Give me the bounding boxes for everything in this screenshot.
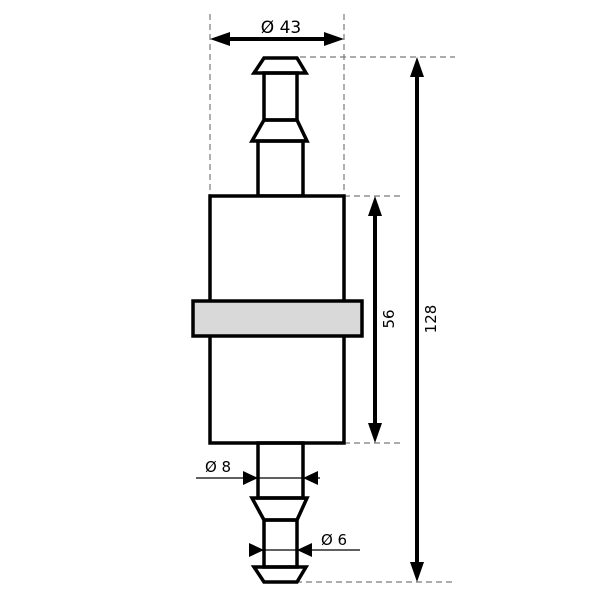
arrow-up-icon bbox=[368, 196, 382, 216]
dimension-body-diameter: Ø 43 bbox=[210, 18, 344, 46]
dimension-label-56: 56 bbox=[380, 309, 398, 328]
arrow-down-icon bbox=[368, 423, 382, 443]
dimension-label-6: Ø 6 bbox=[321, 531, 347, 549]
arrow-right-icon bbox=[249, 543, 264, 557]
dimension-stem-diameter: Ø 8 bbox=[196, 458, 320, 485]
extension-lines bbox=[209, 14, 455, 583]
arrow-right-icon bbox=[243, 471, 258, 485]
top-stem bbox=[256, 139, 305, 198]
center-band bbox=[191, 299, 364, 338]
arrow-right-icon bbox=[324, 32, 344, 46]
bottom-nozzle bbox=[249, 441, 310, 584]
top-nozzle bbox=[248, 56, 310, 198]
bottom-barb-tip bbox=[250, 565, 310, 584]
arrow-left-icon bbox=[303, 471, 318, 485]
bottom-barb-flare bbox=[249, 496, 310, 522]
bottom-barb-neck bbox=[262, 518, 299, 569]
dimension-label-8: Ø 8 bbox=[205, 458, 231, 476]
arrow-left-icon bbox=[297, 543, 312, 557]
top-barb-tip bbox=[250, 56, 310, 75]
arrow-left-icon bbox=[210, 32, 230, 46]
dimension-tip-diameter: Ø 6 bbox=[249, 531, 360, 557]
top-barb-neck bbox=[262, 71, 299, 122]
top-barb-flare bbox=[248, 118, 310, 143]
dimension-body-length: 56 bbox=[368, 196, 398, 443]
bottom-stem bbox=[256, 441, 305, 500]
arrow-up-icon bbox=[410, 57, 424, 77]
dimension-label-128: 128 bbox=[422, 305, 440, 334]
dimension-label-43: Ø 43 bbox=[261, 18, 301, 38]
dimension-overall-length: 128 bbox=[410, 57, 440, 582]
arrow-down-icon bbox=[410, 562, 424, 582]
